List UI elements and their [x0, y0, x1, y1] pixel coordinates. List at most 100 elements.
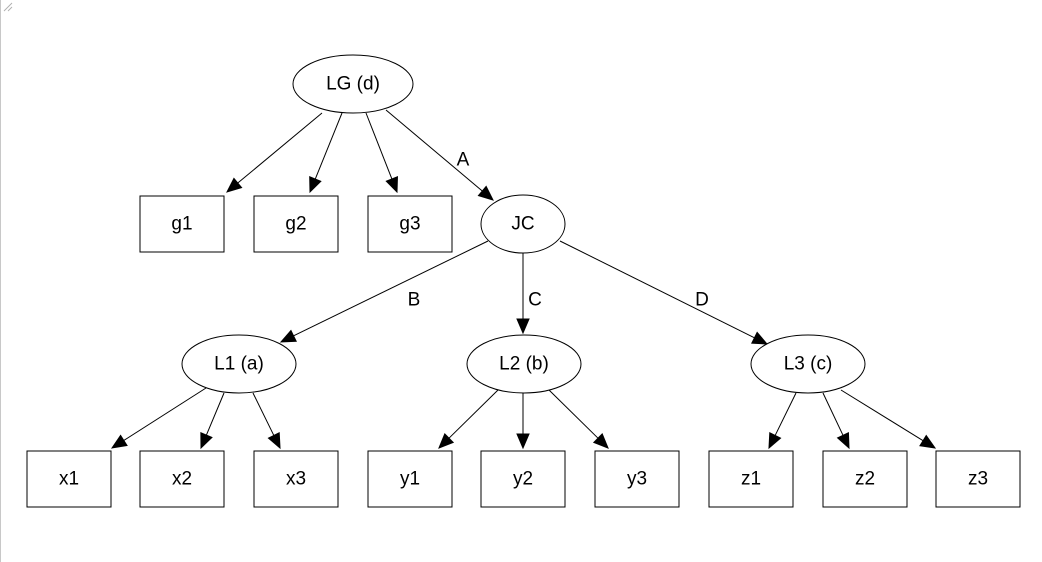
node-y1[interactable]: y1	[367, 450, 453, 508]
edge-L3-z3	[840, 389, 937, 449]
node-label: z3	[968, 469, 988, 490]
node-box	[708, 450, 794, 508]
arrowhead-icon	[768, 432, 782, 450]
edge-line	[205, 392, 225, 436]
arrowhead-icon	[477, 185, 494, 201]
node-g3[interactable]: g3	[367, 195, 453, 253]
node-y2[interactable]: y2	[480, 450, 566, 508]
node-label: y3	[627, 469, 647, 490]
arrowhead-icon	[438, 433, 455, 449]
node-box	[26, 450, 112, 508]
edge-LG-g1	[226, 112, 323, 193]
edge-line	[822, 392, 844, 436]
node-label: y2	[513, 469, 533, 490]
node-box	[935, 450, 1021, 508]
edge-line	[774, 392, 797, 436]
edge-line	[548, 389, 599, 439]
edge-label: C	[528, 290, 542, 311]
edge-label: D	[695, 290, 709, 311]
node-box	[480, 450, 566, 508]
node-ellipse	[466, 334, 582, 394]
node-l3[interactable]: L3 (c)	[750, 334, 866, 394]
node-z3[interactable]: z3	[935, 450, 1021, 508]
edges-layer: A B C D	[110, 109, 937, 450]
node-x3[interactable]: x3	[253, 450, 339, 508]
arrowhead-icon	[200, 432, 213, 450]
edge-JC-L1: B	[279, 240, 489, 343]
arrowhead-icon	[309, 176, 322, 194]
edge-L2-y1	[438, 389, 499, 449]
arrowhead-icon	[279, 329, 297, 343]
node-box	[253, 195, 339, 253]
node-ellipse	[292, 54, 414, 114]
node-ellipse	[480, 194, 566, 254]
edge-line	[293, 240, 489, 337]
arrowhead-icon	[592, 433, 609, 449]
edge-L1-x1	[110, 387, 207, 449]
node-label: y1	[400, 469, 420, 490]
node-z2[interactable]: z2	[822, 450, 908, 508]
edge-line	[123, 387, 207, 441]
node-label: z1	[741, 469, 761, 490]
node-box	[139, 450, 225, 508]
edge-LG-g2	[309, 112, 343, 194]
node-label: LG (d)	[326, 74, 380, 95]
node-l2[interactable]: L2 (b)	[466, 334, 582, 394]
node-label: JC	[511, 214, 534, 235]
node-lg[interactable]: LG (d)	[292, 54, 414, 114]
node-label: g3	[399, 214, 420, 235]
edge-L2-y3	[548, 389, 609, 449]
node-x2[interactable]: x2	[139, 450, 225, 508]
node-label: L1 (a)	[214, 354, 264, 375]
node-label: x3	[286, 469, 306, 490]
node-label: g1	[171, 214, 192, 235]
node-label: g2	[285, 214, 306, 235]
arrowhead-icon	[267, 432, 281, 450]
edge-L1-x2	[200, 392, 225, 450]
node-g2[interactable]: g2	[253, 195, 339, 253]
resize-grip-icon[interactable]	[1, 0, 13, 12]
node-ellipse	[750, 334, 866, 394]
node-x1[interactable]: x1	[26, 450, 112, 508]
edge-L3-z1	[768, 392, 797, 450]
arrowhead-icon	[919, 434, 937, 449]
arrowhead-icon	[110, 434, 128, 449]
edge-JC-L2: C	[516, 253, 542, 335]
arrowhead-icon	[516, 318, 530, 335]
node-y3[interactable]: y3	[594, 450, 680, 508]
edge-line	[559, 240, 755, 339]
arrowhead-icon	[516, 433, 530, 450]
edge-label: A	[457, 150, 470, 171]
edge-LG-g3	[365, 112, 398, 194]
edge-line	[448, 389, 499, 439]
node-box	[367, 450, 453, 508]
edge-line	[314, 112, 343, 180]
nodes-layer: LG (d) g1 g2 g3 JC L1 (a) L2 (b) L3 (c) x1 x2 x3 y1…	[26, 54, 1021, 508]
node-box	[594, 450, 680, 508]
node-label: x2	[172, 469, 192, 490]
arrowhead-icon	[836, 432, 850, 450]
node-g1[interactable]: g1	[139, 195, 225, 253]
edge-line	[252, 392, 275, 436]
node-box	[367, 195, 453, 253]
node-jc[interactable]: JC	[480, 194, 566, 254]
arrowhead-icon	[751, 331, 769, 345]
node-z1[interactable]: z1	[708, 450, 794, 508]
node-box	[253, 450, 339, 508]
edge-line	[840, 389, 924, 442]
node-label: L3 (c)	[784, 354, 833, 375]
edge-JC-L3: D	[559, 240, 769, 345]
node-label: x1	[59, 469, 79, 490]
node-l1[interactable]: L1 (a)	[181, 334, 297, 394]
node-label: z2	[855, 469, 875, 490]
edge-line	[365, 112, 393, 180]
edge-L1-x3	[252, 392, 281, 450]
edge-line	[385, 109, 483, 192]
node-box	[822, 450, 908, 508]
edge-line	[237, 112, 323, 184]
edge-label: B	[408, 290, 421, 311]
edge-LG-JC: A	[385, 109, 494, 201]
edge-L2-y2	[516, 393, 530, 450]
